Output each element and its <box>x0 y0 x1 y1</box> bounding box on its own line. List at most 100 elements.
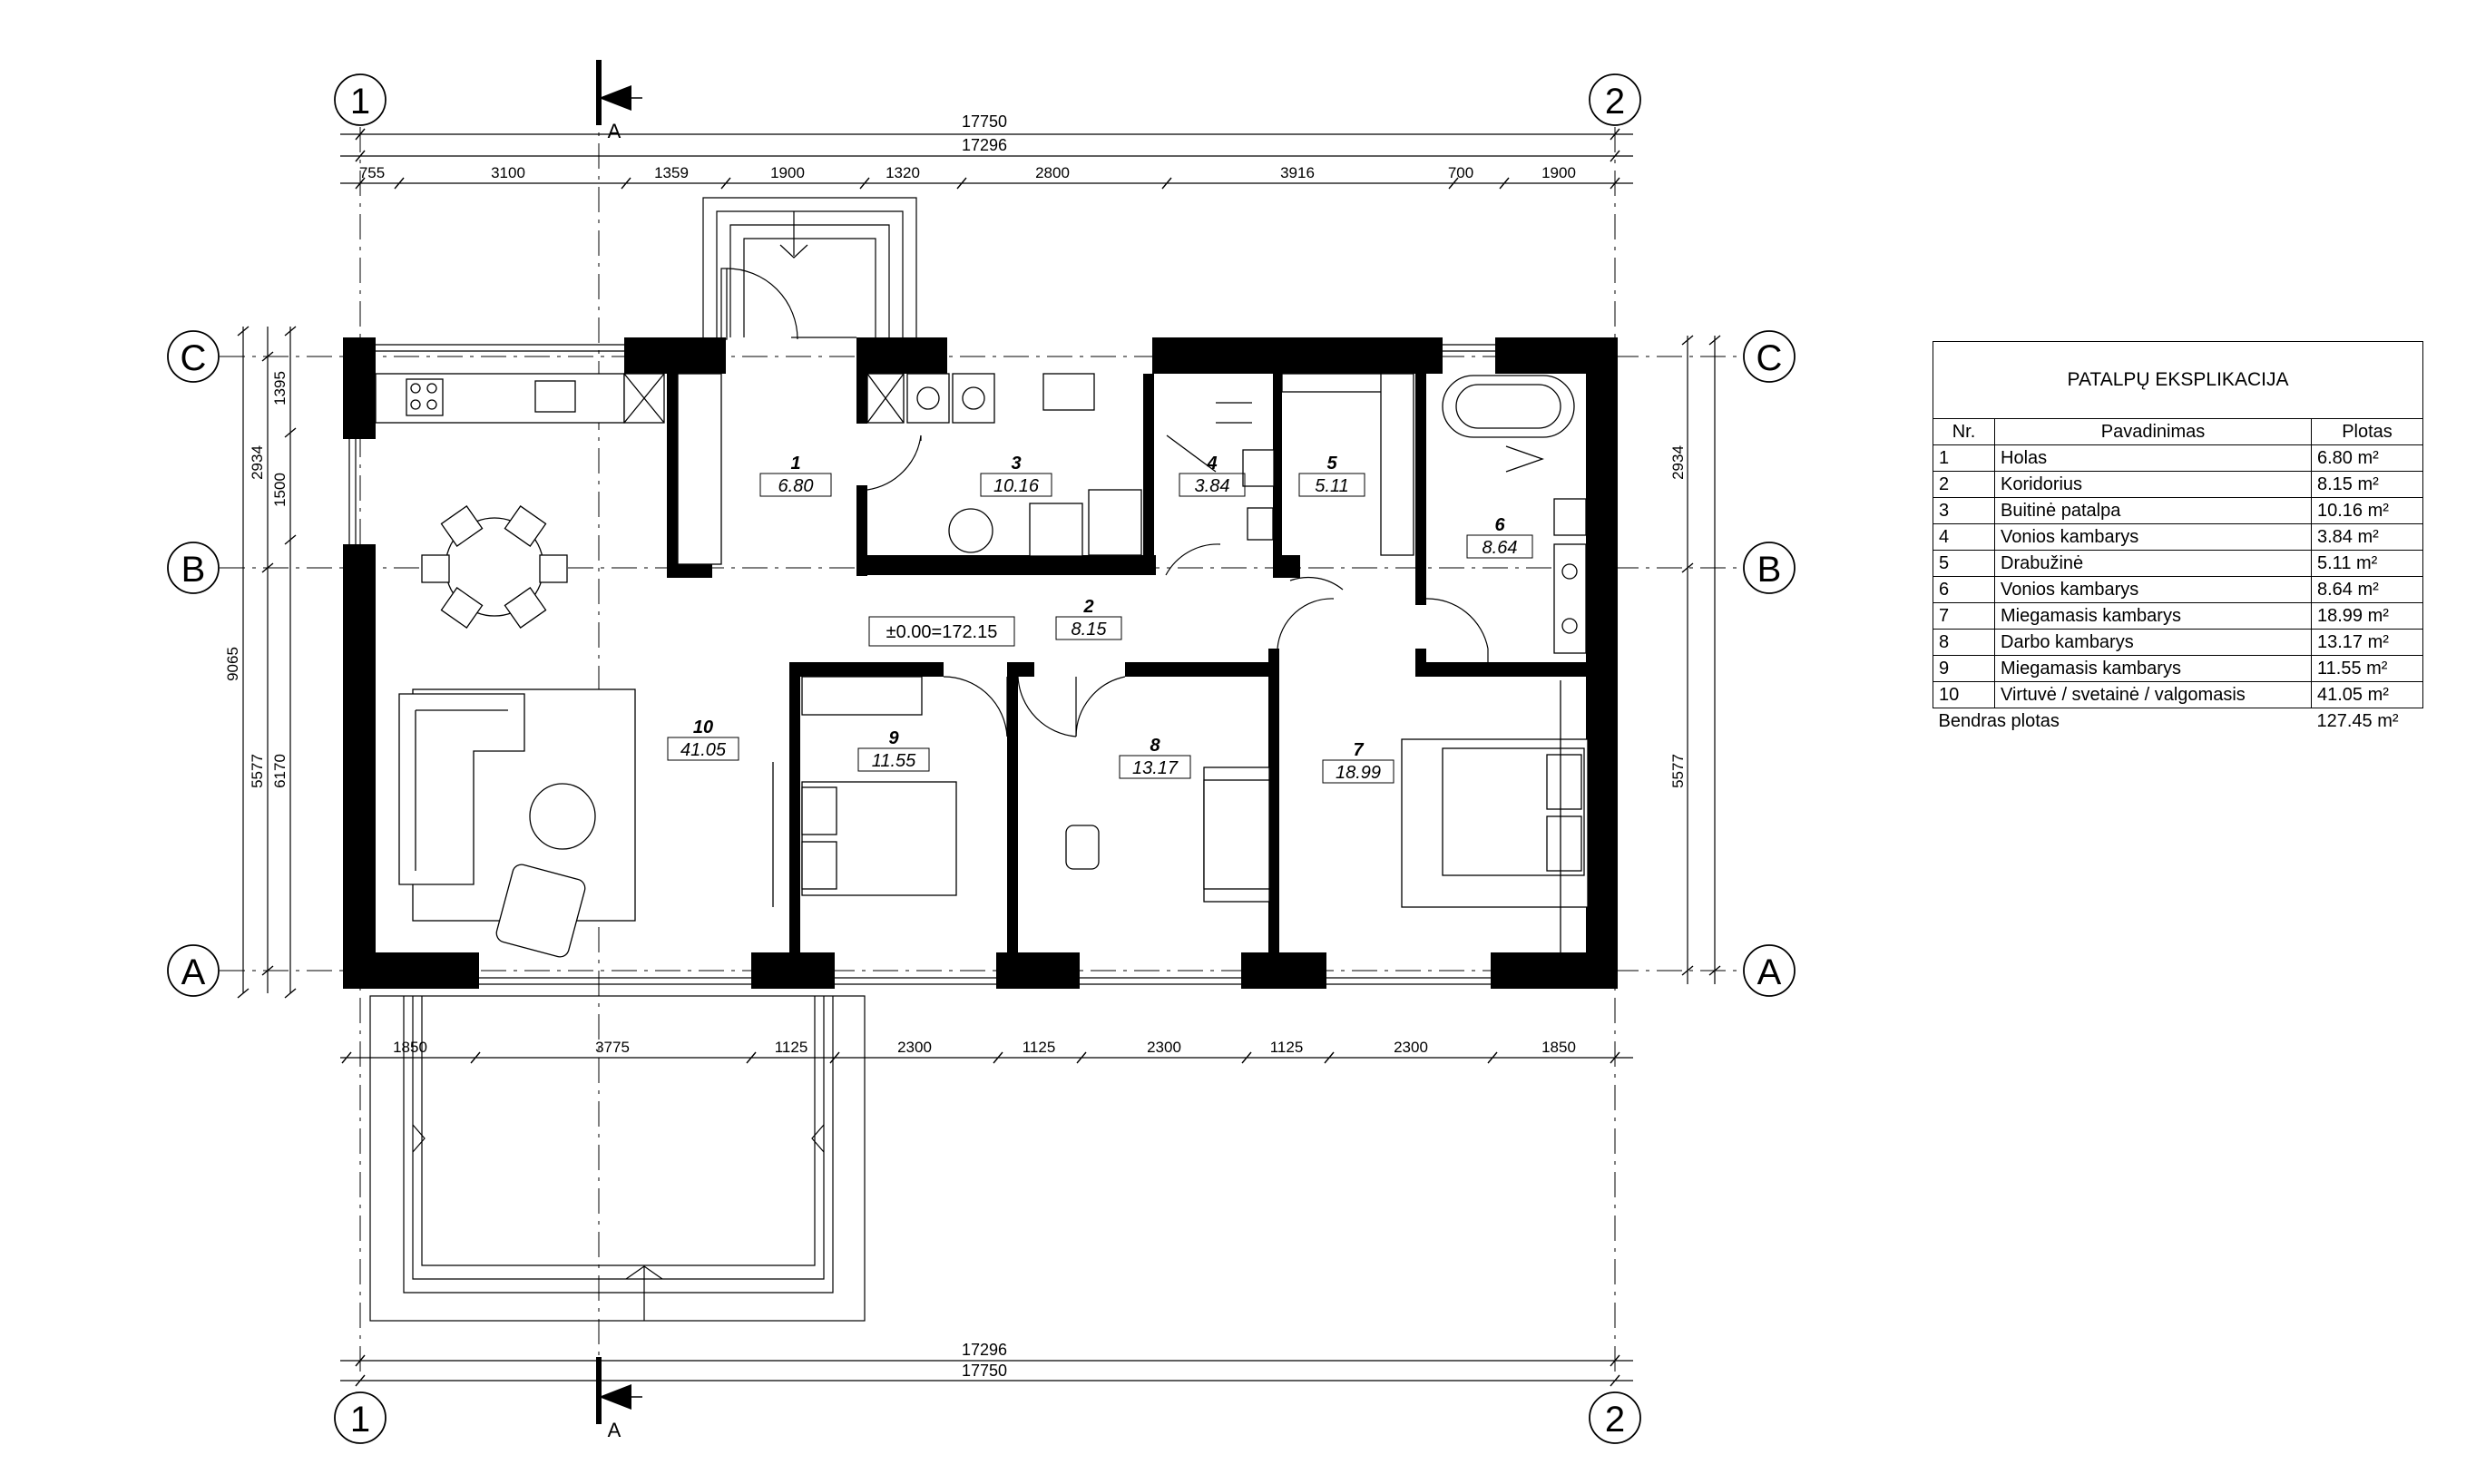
svg-text:6.80: 6.80 <box>778 476 814 496</box>
room-label-5: 5 5.11 <box>1298 454 1365 497</box>
svg-text:3.84: 3.84 <box>1195 476 1230 496</box>
svg-text:8: 8 <box>1150 736 1160 756</box>
svg-text:13.17: 13.17 <box>1132 758 1179 778</box>
svg-text:4: 4 <box>1206 454 1217 474</box>
dim-left-axis-upper: 2934 <box>249 445 266 480</box>
section-marker-bottom <box>596 1357 642 1424</box>
axis-label-c-right: C <box>1757 338 1783 378</box>
dim-right-axis-upper: 2934 <box>1669 445 1687 480</box>
room-label-7: 7 18.99 <box>1322 740 1394 784</box>
dim-left-seg-1: 1395 <box>271 371 289 405</box>
dim-top-seg-1: 755 <box>359 164 385 181</box>
right-dimensions: 2934 5577 <box>1669 335 1721 984</box>
terrace <box>369 995 866 1322</box>
dim-top-inner: 17296 <box>962 136 1007 154</box>
svg-text:3: 3 <box>1011 454 1021 474</box>
room-label-10: 10 41.05 <box>667 718 739 761</box>
section-label-bottom: A <box>608 1419 621 1441</box>
dim-bottom-seg-7: 1125 <box>1270 1039 1304 1056</box>
dim-top-seg-3: 1359 <box>654 164 689 181</box>
dim-bottom-seg-4: 2300 <box>897 1039 932 1056</box>
dim-bottom-seg-2: 3775 <box>595 1039 630 1056</box>
svg-text:1: 1 <box>790 454 800 474</box>
section-marker-top <box>596 60 642 125</box>
dim-top-seg-7: 3916 <box>1280 164 1315 181</box>
dim-top-seg-6: 2800 <box>1035 164 1070 181</box>
axis-label-c-left: C <box>181 338 207 378</box>
svg-text:8.64: 8.64 <box>1483 538 1518 558</box>
table-total-label: Bendras plotas <box>1938 710 2060 731</box>
axis-label-b-right: B <box>1757 550 1782 590</box>
dim-top-seg-8: 700 <box>1448 164 1473 181</box>
dim-bottom-seg-9: 1850 <box>1541 1039 1576 1056</box>
table-total-value: 127.45 m² <box>2316 710 2399 731</box>
svg-text:2: 2 <box>1082 597 1093 617</box>
elevation-box <box>868 616 1015 647</box>
table-total-row: Bendras plotas 127.45 m² <box>1933 708 2423 735</box>
top-dimensions: 17750 17296 755 3100 1359 1900 1320 2800… <box>340 112 1633 190</box>
axis-label-2-top: 2 <box>1605 82 1625 122</box>
room-label-6: 6 8.64 <box>1466 515 1533 559</box>
dim-left-axis-lower: 5577 <box>249 754 266 788</box>
doors <box>720 268 1489 737</box>
room-explication-table: PATALPŲ EKSPLIKACIJA Nr. Pavadinimas Plo… <box>1933 341 2423 734</box>
table-title: PATALPŲ EKSPLIKACIJA <box>1933 341 2423 419</box>
svg-text:10.16: 10.16 <box>993 476 1040 496</box>
axis-label-2-bottom: 2 <box>1605 1400 1625 1440</box>
dim-left-overall: 9065 <box>224 647 241 681</box>
dim-left-seg-2: 1500 <box>271 473 289 507</box>
dim-top-seg-4: 1900 <box>770 164 805 181</box>
svg-text:7: 7 <box>1353 740 1364 760</box>
section-label-top: A <box>608 120 621 142</box>
entrance-stairs <box>702 197 917 337</box>
table-header-area: Plotas <box>2311 418 2423 445</box>
axis-label-1-bottom: 1 <box>350 1400 370 1440</box>
room-label-4: 4 3.84 <box>1179 454 1246 497</box>
room-label-2: 2 8.15 <box>1055 597 1122 640</box>
room-label-8: 8 13.17 <box>1119 736 1191 779</box>
dim-right-axis-lower: 5577 <box>1669 754 1687 788</box>
dim-bottom-seg-1: 1850 <box>393 1039 427 1056</box>
furniture <box>375 373 1589 958</box>
axis-label-1-top: 1 <box>350 82 370 122</box>
windows <box>348 344 1495 985</box>
bottom-dimensions: 1850 3775 1125 2300 1125 2300 1125 2300 … <box>340 1039 1633 1387</box>
axis-label-b-left: B <box>181 550 206 590</box>
walls <box>343 337 1618 989</box>
dim-top-overall: 17750 <box>962 112 1007 131</box>
dim-bottom-seg-6: 2300 <box>1147 1039 1181 1056</box>
axis-label-a-left: A <box>181 952 206 992</box>
svg-text:8.15: 8.15 <box>1072 620 1108 639</box>
dim-bottom-overall: 17750 <box>962 1362 1007 1380</box>
svg-text:10: 10 <box>693 718 713 737</box>
dim-bottom-inner: 17296 <box>962 1341 1007 1359</box>
room-label-3: 3 10.16 <box>980 454 1052 497</box>
dim-bottom-seg-8: 2300 <box>1394 1039 1428 1056</box>
room-label-9: 9 11.55 <box>857 728 930 772</box>
room-label-1: 1 6.80 <box>759 454 832 497</box>
dim-top-seg-5: 1320 <box>886 164 920 181</box>
svg-text:41.05: 41.05 <box>680 740 727 760</box>
svg-text:11.55: 11.55 <box>872 751 916 771</box>
axis-bubbles <box>167 73 1796 1444</box>
dim-bottom-seg-5: 1125 <box>1023 1039 1056 1056</box>
dim-bottom-seg-3: 1125 <box>775 1039 808 1056</box>
dim-left-seg-3: 6170 <box>271 754 289 788</box>
svg-text:5: 5 <box>1326 454 1337 474</box>
dim-top-seg-9: 1900 <box>1541 164 1576 181</box>
axis-label-a-right: A <box>1757 952 1782 992</box>
svg-text:18.99: 18.99 <box>1336 763 1381 783</box>
svg-text:6: 6 <box>1494 515 1505 535</box>
elevation-mark: ±0.00=172.15 <box>886 622 998 642</box>
